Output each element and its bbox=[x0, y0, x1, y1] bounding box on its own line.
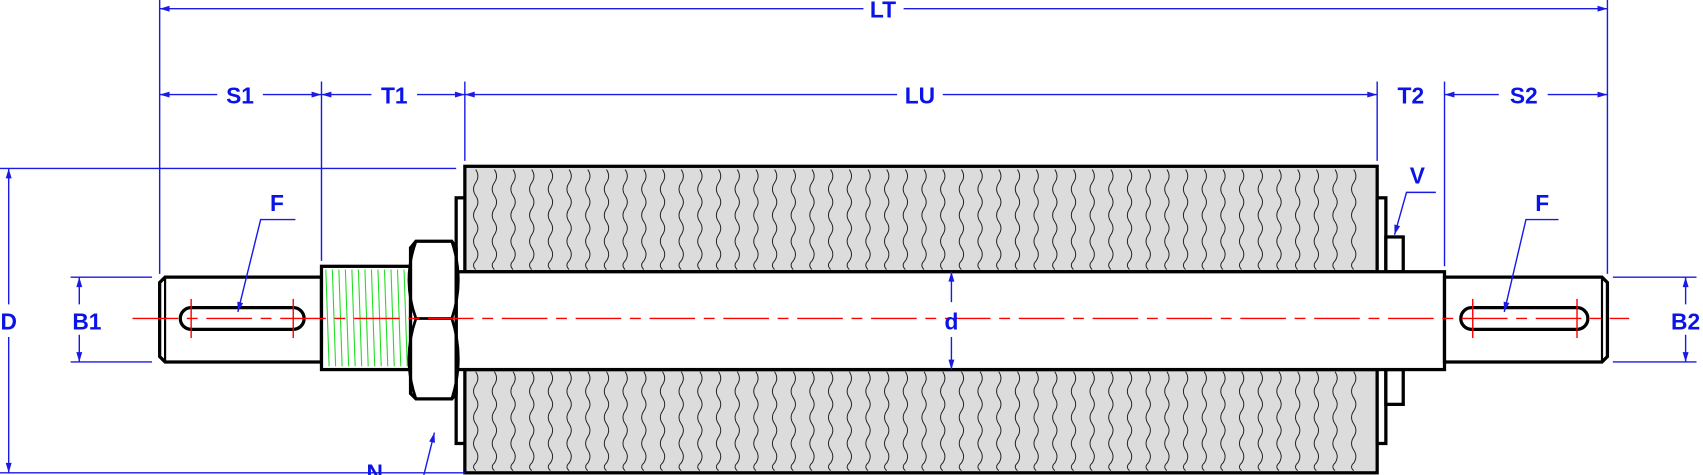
keyway-center-marks bbox=[190, 298, 1578, 339]
label-s1: S1 bbox=[226, 82, 254, 108]
label-lu: LU bbox=[905, 82, 935, 108]
roller-texture bbox=[473, 169, 1357, 472]
label-t2: T2 bbox=[1398, 82, 1425, 108]
label-lt: LT bbox=[870, 0, 896, 22]
label-s2: S2 bbox=[1510, 82, 1538, 108]
bushing-top bbox=[1384, 235, 1405, 274]
dimension-lines bbox=[5, 5, 1689, 475]
label-t1: T1 bbox=[381, 82, 408, 108]
label-f-right: F bbox=[1535, 190, 1549, 216]
label-b1: B1 bbox=[72, 308, 101, 334]
label-v: V bbox=[1410, 163, 1426, 189]
bushing-bottom bbox=[1384, 367, 1405, 406]
label-d-outer: D bbox=[0, 308, 16, 334]
label-d-shaft: d bbox=[944, 308, 958, 334]
label-f-left: F bbox=[270, 190, 284, 216]
label-n: N bbox=[366, 459, 382, 475]
shaft bbox=[454, 270, 1447, 372]
roller-body bbox=[463, 164, 1379, 475]
label-b2: B2 bbox=[1671, 308, 1700, 334]
nut bbox=[407, 239, 460, 401]
